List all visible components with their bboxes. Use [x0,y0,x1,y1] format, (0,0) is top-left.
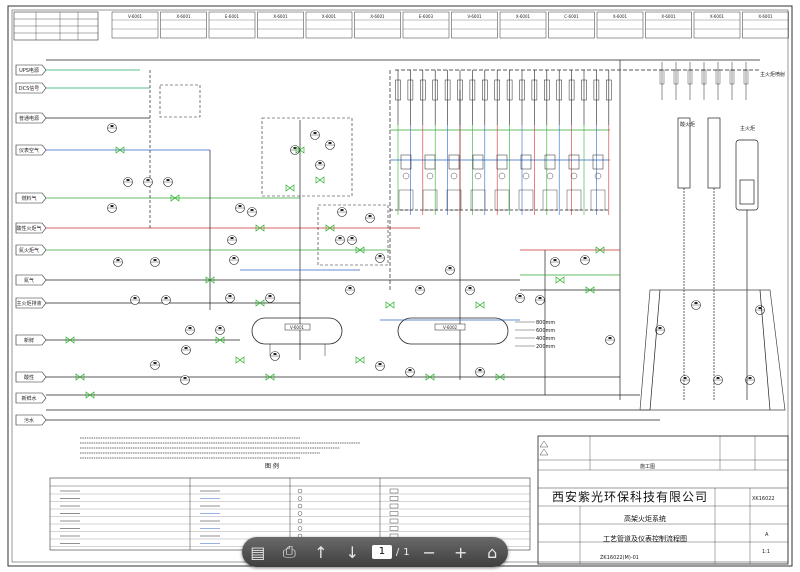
signal-label: UPS电源 [19,67,39,74]
tank-tag-1: V-6001 [290,325,305,330]
equipment-tag: E-6001 [225,14,240,19]
page-indicator: 1 / 1 [371,545,410,559]
signal-label: 主火炬排液 [16,300,41,307]
process-lines [46,59,760,421]
equipment-tag: V-6001 [467,14,482,19]
signal-label: 燃料气 [21,195,36,202]
print-icon[interactable]: ⎙ [282,542,296,561]
equipment-tag: C-6001 [564,14,579,19]
signal-label: 酸性 [24,374,34,381]
level-200: 200mm [536,344,555,350]
tank-tag-2: V-6002 [443,325,458,330]
level-400: 400mm [536,336,555,342]
signal-label: 氮气 [24,277,34,284]
left-signal-labels: UPS电源 DCS信号普通电源仪表空气燃料气酸性火炬气氮火炬气氮气主火炬排液新鲜酸… [15,64,47,426]
equipment-tag: X-6001 [710,14,725,19]
project-title: 高架火炬系统 [624,514,666,523]
signal-label: 新鲜水 [21,395,36,402]
level-gauge: 800mm 600mm 400mm 200mm [515,320,555,350]
save-icon[interactable]: ▤ [250,542,266,562]
page-up-icon[interactable]: ↑ [314,542,328,562]
drawing-number: ZK16022(M)-01 [600,555,639,561]
equipment-tag: V-6001 [128,14,143,19]
knockout-drum-1: V-6001 [251,317,343,356]
signal-label: DCS信号 [19,85,40,92]
revision: A [765,532,769,538]
viewer-toolbar: ▤ ⎙ ↑ ↓ 1 / 1 − + ⌂ [242,537,508,567]
equipment-header-row: V-6001 X-6001 E-6001 X-6001 X-6001 X-6001 E-60… [111,11,789,39]
burner-array [395,62,749,215]
drawing-title: 工艺管道及仪表控制流程图 [603,534,687,543]
stage-label: 施工图 [640,463,655,470]
signal-label: 氮火炬气 [19,247,39,254]
page-separator: / [395,546,400,558]
valves [65,146,605,399]
equipment-tag: X-6001 [758,14,773,19]
zoom-out-icon[interactable]: − [422,542,436,562]
signal-label: 仪表空气 [19,147,39,154]
revision-table-top-left [13,11,99,41]
equipment-tag: X-6001 [661,14,676,19]
right-note: 主火炬喷射 [760,71,785,78]
title-block: 施工图 西安紫光环保科技有限公司 高架火炬系统 工艺管道及仪表控制流程图 ZK1… [537,435,789,565]
zoom-in-icon[interactable]: + [454,542,468,562]
legend-area: 图 例 [49,437,531,551]
level-600: 600mm [536,328,555,334]
equipment-tag: X-6001 [516,14,531,19]
legend-title: 图 例 [265,462,279,470]
equipment-tag: E-6003 [419,14,434,19]
control-boxes [159,84,389,266]
page-total: 1 [403,546,410,558]
equipment-tag: X-6001 [370,14,385,19]
scale: 1:1 [762,549,770,555]
equipment-tag: X-6001 [273,14,288,19]
company-name: 西安紫光环保科技有限公司 [552,489,708,504]
doc-number: XK16022 [752,496,775,502]
level-800: 800mm [536,320,555,326]
equipment-tag: X-6001 [176,14,191,19]
knockout-drum-2: V-6002 [397,317,509,345]
equipment-tag: X-6001 [613,14,628,19]
equipment-tag: X-6001 [322,14,337,19]
stack-label-1: 酸火炬 [680,121,695,128]
flare-stacks [639,117,786,411]
page-current-input[interactable]: 1 [371,545,392,559]
signal-label: 酸性火炬气 [16,225,41,232]
instrument-bubbles [107,123,765,385]
signal-label: 新鲜 [24,337,34,344]
home-icon[interactable]: ⌂ [487,542,498,562]
signal-label: 污水 [24,417,34,424]
signal-label: 普通电源 [19,115,39,122]
stack-label-2: 主火炬 [740,125,755,132]
page-down-icon[interactable]: ↓ [345,542,360,562]
